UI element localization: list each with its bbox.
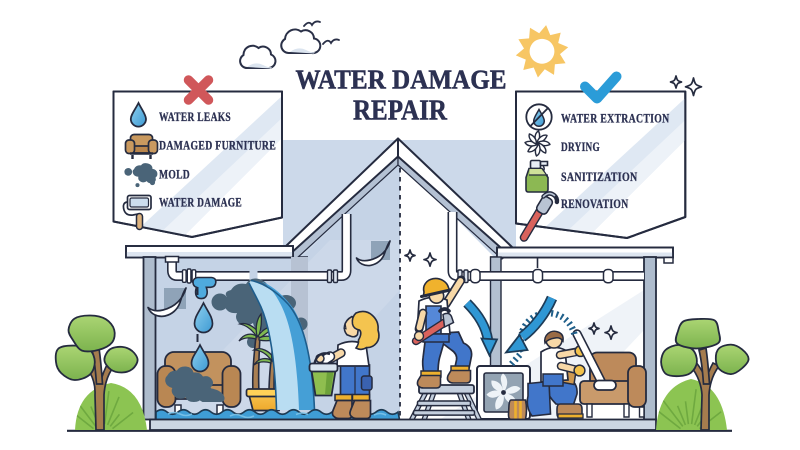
svg-text:DAMAGED FURNITURE: DAMAGED FURNITURE xyxy=(159,139,276,153)
svg-text:SANITIZATION: SANITIZATION xyxy=(561,170,638,184)
svg-text:RENOVATION: RENOVATION xyxy=(561,197,629,211)
svg-text:MOLD: MOLD xyxy=(159,167,190,181)
svg-text:REPAIR: REPAIR xyxy=(353,95,448,127)
svg-text:DRYING: DRYING xyxy=(561,140,600,154)
svg-text:WATER EXTRACTION: WATER EXTRACTION xyxy=(561,111,670,125)
svg-text:WATER DAMAGE: WATER DAMAGE xyxy=(296,64,507,95)
svg-text:WATER DAMAGE: WATER DAMAGE xyxy=(159,196,242,210)
svg-text:WATER LEAKS: WATER LEAKS xyxy=(159,110,231,124)
